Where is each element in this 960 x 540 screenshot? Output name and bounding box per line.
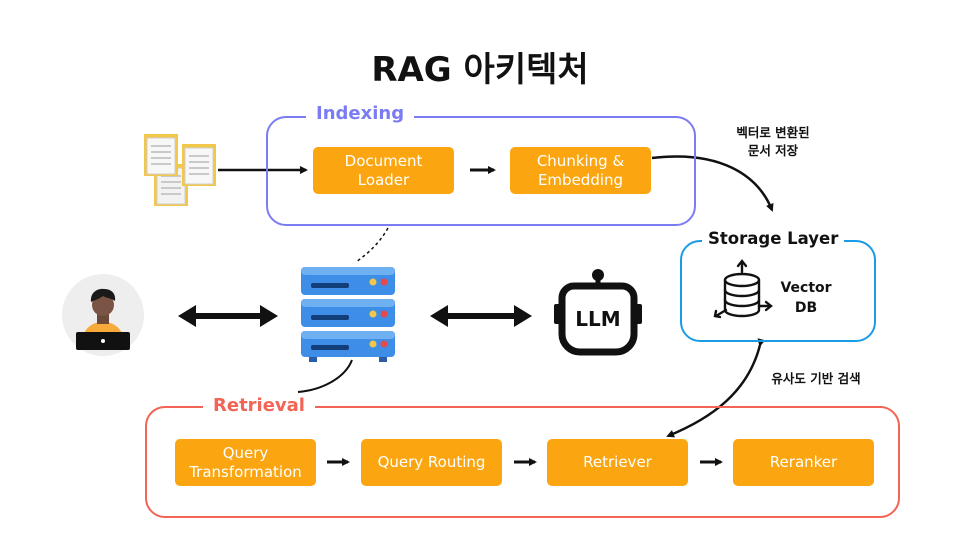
user-laptop-icon: [62, 274, 144, 356]
storage-note: 벡터로 변환된 문서 저장: [736, 125, 810, 158]
indexing-label: Indexing: [306, 103, 415, 124]
retrieval-label: Retrieval: [203, 395, 315, 416]
server-llm-double-arrow: [430, 305, 532, 327]
indexing-group: [266, 116, 696, 226]
server-icon: [301, 267, 395, 362]
retriever-step: Retriever: [547, 439, 688, 486]
retrieval-group: [145, 406, 900, 518]
vector-db-label: Vector DB: [780, 280, 832, 316]
chunking-to-storage-arrow: [651, 155, 774, 212]
indexing-server-link: [355, 227, 389, 263]
page-title: RAG 아키텍처: [371, 50, 589, 90]
reranker-step: Reranker: [733, 439, 874, 486]
query-routing-step: Query Routing: [361, 439, 502, 486]
chunking-embedding-step: Chunking & Embedding: [510, 147, 651, 194]
server-retrieval-link: [297, 359, 353, 393]
search-note: 유사도 기반 검색: [771, 371, 861, 386]
storage-retriever-arrow: [666, 338, 766, 438]
document-stack-icon: [144, 134, 216, 206]
document-loader-step: Document Loader: [313, 147, 454, 194]
database-icon: [713, 259, 773, 319]
storage-layer-label: Storage Layer: [702, 229, 845, 248]
llm-text: LLM: [575, 307, 620, 331]
query-transformation-step: Query Transformation: [175, 439, 316, 486]
llm-robot-icon: LLM: [554, 269, 642, 356]
user-server-double-arrow: [178, 305, 278, 327]
